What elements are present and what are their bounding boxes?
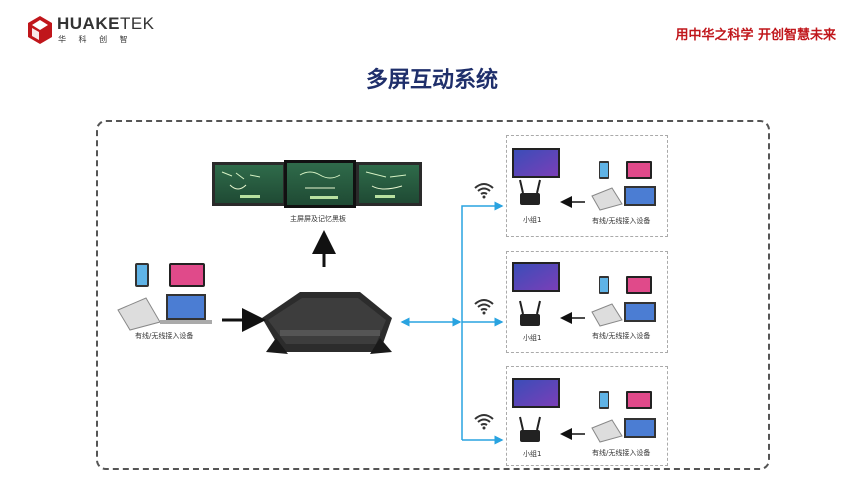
wifi-icon: [474, 183, 494, 199]
group-name: 小组1: [523, 216, 542, 224]
central-host-device: [262, 292, 392, 354]
group-devices-1: [512, 148, 656, 211]
main-screen-label: 主屏屏及记忆黑板: [290, 215, 346, 223]
group-box-3: [506, 366, 668, 466]
group-devices-label: 有线/无线接入设备: [592, 217, 651, 225]
slogan: 用中华之科学 开创智慧未来: [675, 28, 836, 43]
group-devices-3: [512, 378, 656, 443]
wifi-icon: [474, 299, 494, 315]
source-devices-label: 有线/无线接入设备: [135, 332, 194, 340]
wifi-icon: [474, 414, 494, 430]
page-title: 多屏互动系统: [365, 68, 498, 93]
group-name: 小组1: [523, 450, 542, 458]
group-devices-label: 有线/无线接入设备: [592, 332, 651, 340]
brand-logo: [28, 16, 52, 48]
brand-name: HUAKETEK: [57, 14, 155, 33]
hexagon-cube-logo-icon: [28, 16, 52, 44]
group-box-2: [506, 251, 668, 353]
group-box-1: [506, 135, 668, 237]
source-devices-left: [117, 263, 212, 331]
system-frame: [96, 120, 770, 470]
group-devices-2: [512, 262, 656, 327]
group-devices-label: 有线/无线接入设备: [592, 449, 651, 457]
brand-subtitle: 华 科 创 智: [58, 35, 133, 44]
group-name: 小组1: [523, 334, 542, 342]
main-screen-blackboard: [212, 160, 422, 208]
